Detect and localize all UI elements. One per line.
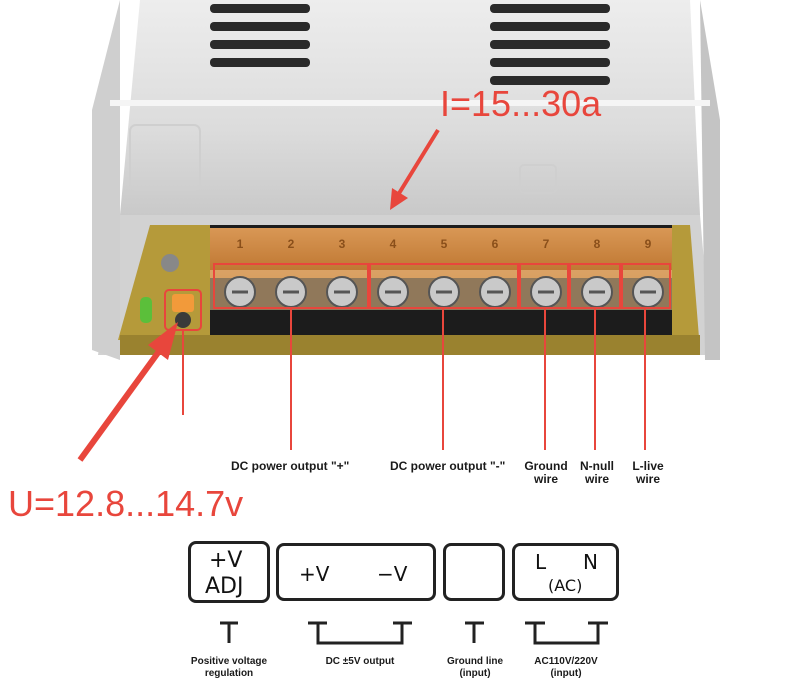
ground-wire-label: Ground wire	[520, 460, 572, 486]
ac-caption-line2: (input)	[550, 668, 582, 679]
mounting-screw	[161, 254, 179, 272]
adj-symbol-box: +V ADJ	[188, 541, 270, 603]
null-wire-label: N-null wire	[575, 460, 619, 486]
ground-wire-label-line1: Ground	[524, 459, 568, 473]
adj-symbol-bottom: ADJ	[205, 574, 244, 599]
dc-minus-symbol: −V	[377, 562, 408, 586]
ac-caption-line1: AC110V/220V	[534, 656, 598, 667]
voltage-callout: U=12.8...14.7v	[8, 483, 244, 524]
terminal-number: 3	[338, 237, 346, 251]
ac-caption: AC110V/220V (input)	[524, 656, 608, 680]
ac-l-symbol: L	[535, 550, 547, 574]
dc-minus-label: DC power output "-"	[390, 459, 506, 473]
terminal-number: 4	[389, 237, 397, 251]
terminal-number: 6	[491, 237, 499, 251]
null-wire-label-line1: N-null	[580, 459, 614, 473]
voltage-adjust-potentiometer	[164, 289, 202, 331]
ground-caption-line2: (input)	[459, 668, 491, 679]
dc-output-symbol-box: +V −V	[276, 543, 436, 601]
dc-caption: DC ±5V output	[325, 656, 395, 667]
null-wire-label-line2: wire	[584, 472, 609, 486]
live-wire-label: L-live wire	[628, 460, 668, 486]
adj-caption-line1: Positive voltage	[190, 656, 268, 667]
leader-lines	[182, 308, 646, 450]
terminal-number: 5	[440, 237, 448, 251]
led-indicator	[140, 297, 152, 323]
live-wire-label-line2: wire	[635, 472, 660, 486]
adj-caption: Positive voltage regulation	[183, 656, 275, 680]
terminal-number: 1	[236, 237, 244, 251]
dc-plus-label: DC power output "+"	[231, 459, 350, 473]
adj-caption-line2: regulation	[204, 668, 254, 679]
adj-symbol-top: +V	[209, 548, 243, 573]
symbol-connectors	[220, 621, 608, 645]
ground-symbol-box	[443, 543, 505, 601]
ac-input-symbol-box: L N (AC)	[512, 543, 619, 601]
terminal-number: 8	[593, 237, 601, 251]
ground-wire-label-line2: wire	[533, 472, 558, 486]
ground-caption-line1: Ground line	[446, 656, 504, 667]
terminal-number: 2	[287, 237, 295, 251]
ground-caption: Ground line (input)	[442, 656, 508, 680]
ac-note: (AC)	[548, 576, 583, 595]
ac-n-symbol: N	[583, 550, 598, 574]
vent-slots	[210, 4, 610, 85]
terminal-number: 9	[644, 237, 652, 251]
current-arrow	[390, 128, 440, 210]
voltage-arrow	[77, 322, 178, 462]
current-callout: I=15...30a	[440, 83, 602, 124]
terminal-number: 7	[542, 237, 550, 251]
dc-plus-symbol: +V	[299, 562, 330, 586]
live-wire-label-line1: L-live	[632, 459, 664, 473]
